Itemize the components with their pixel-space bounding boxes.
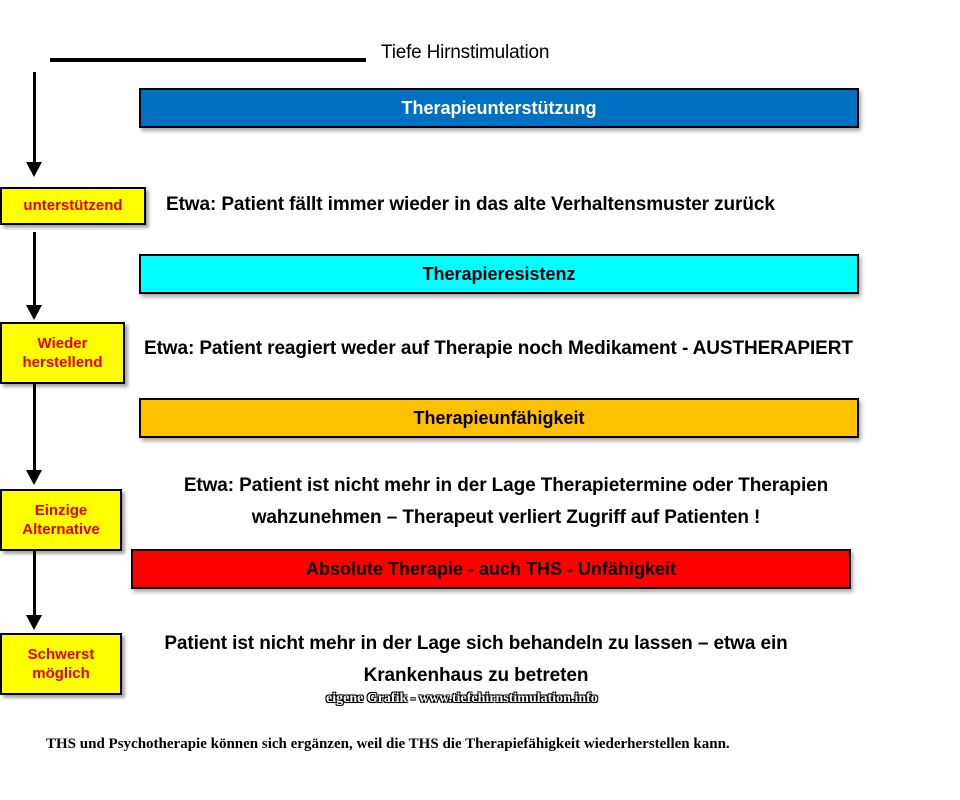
step-description-4: Patient ist nicht mehr in der Lage sich … bbox=[126, 628, 826, 692]
flow-arrow-line-1 bbox=[33, 72, 36, 164]
step-label-line2: herstellend bbox=[22, 354, 103, 371]
step-label-line2: Alternative bbox=[22, 521, 100, 538]
bar-therapieunterstuetzung: Therapieunterstützung bbox=[139, 88, 859, 128]
step-box-einzige-alternative: Einzige Alternative bbox=[0, 489, 122, 551]
image-credit: eigene Grafik - www.tiefehirnstimulation… bbox=[326, 691, 598, 706]
bar-therapieresistenz: Therapieresistenz bbox=[139, 254, 859, 294]
step-label-line1: Einzige bbox=[34, 501, 88, 519]
flow-arrowhead-3 bbox=[26, 470, 42, 485]
description-line: Etwa: Patient ist nicht mehr in der Lage… bbox=[183, 475, 829, 496]
flow-arrow-line-3 bbox=[33, 384, 36, 473]
step-box-schwerst-moeglich: Schwerst möglich bbox=[0, 633, 122, 695]
flow-arrowhead-1 bbox=[26, 162, 42, 177]
header-line bbox=[50, 58, 366, 62]
step-box-wieder-herstellend: Wieder herstellend bbox=[0, 322, 125, 384]
bar-label: Therapieunterstützung bbox=[401, 97, 597, 118]
step-label-line1: Schwerst bbox=[27, 645, 95, 663]
diagram-title: Tiefe Hirnstimulation bbox=[381, 42, 550, 63]
flow-arrowhead-4 bbox=[26, 615, 42, 630]
step-description-1: Etwa: Patient fällt immer wieder in das … bbox=[166, 194, 775, 215]
bar-absolute-unfaehigkeit: Absolute Therapie - auch THS - Unfähigke… bbox=[131, 549, 851, 589]
step-label-line2: möglich bbox=[32, 665, 90, 682]
bar-label: Therapieunfähigkeit bbox=[413, 407, 585, 428]
step-description-3: Etwa: Patient ist nicht mehr in der Lage… bbox=[140, 470, 872, 534]
description-line: wahzunehmen – Therapeut verliert Zugriff… bbox=[251, 507, 761, 528]
description-line: Krankenhaus zu betreten bbox=[363, 665, 589, 686]
bar-label: Therapieresistenz bbox=[422, 263, 576, 284]
flow-arrowhead-2 bbox=[26, 305, 42, 320]
flow-arrow-line-2 bbox=[33, 232, 36, 308]
footer-note: THS und Psychotherapie können sich ergän… bbox=[46, 736, 730, 752]
step-label: unterstützend bbox=[23, 197, 123, 215]
flow-arrow-line-4 bbox=[33, 550, 36, 618]
step-box-unterstuetzend: unterstützend bbox=[0, 187, 146, 225]
bar-therapieunfaehigkeit: Therapieunfähigkeit bbox=[139, 398, 859, 438]
description-line: Patient ist nicht mehr in der Lage sich … bbox=[164, 633, 788, 654]
bar-label: Absolute Therapie - auch THS - Unfähigke… bbox=[305, 558, 677, 579]
step-description-2: Etwa: Patient reagiert weder auf Therapi… bbox=[144, 338, 853, 359]
step-label-line1: Wieder bbox=[37, 334, 88, 352]
